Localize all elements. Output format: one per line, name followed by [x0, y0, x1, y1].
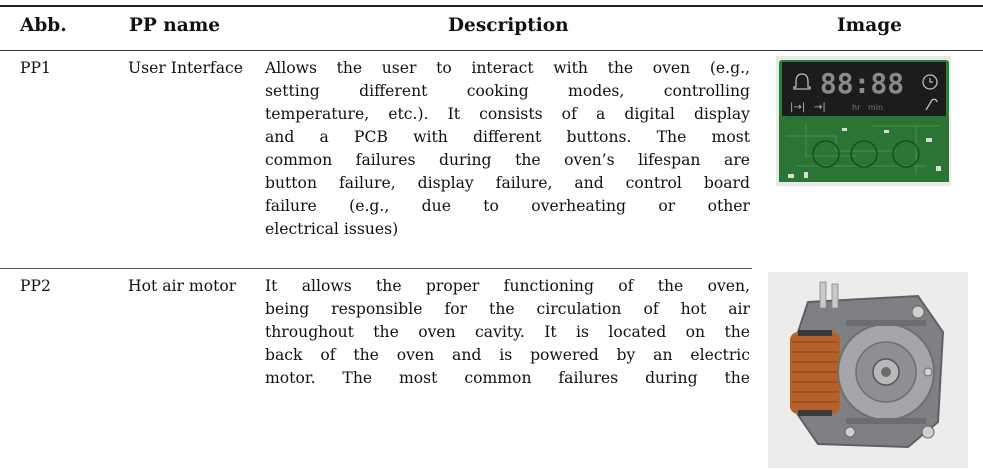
row2-pp-name: Hot air motor: [128, 277, 237, 295]
row1-pp-name: User Interface: [128, 59, 243, 77]
desc-line: back of the oven and is powered by an el…: [265, 346, 750, 364]
display-digits: 88:88: [820, 67, 904, 100]
header-abb: Abb.: [20, 15, 67, 36]
desc-line: electrical issues): [265, 220, 399, 238]
header-rule: [0, 50, 983, 51]
header-pp-name: PP name: [129, 15, 221, 36]
desc-line: and a PCB with different buttons. The mo…: [265, 128, 750, 146]
display-label-hr: hr: [852, 103, 861, 112]
hot-air-motor-photo: [768, 272, 968, 468]
row1-abb: PP1: [20, 59, 51, 77]
row-separator: [0, 268, 752, 269]
desc-line: button failure, display failure, and con…: [265, 174, 750, 192]
user-interface-pcb-photo: 88:88 |→| →| hr min: [776, 56, 951, 186]
row1-description: Allows the user to interact with the ove…: [265, 57, 750, 241]
svg-text:→|: →|: [814, 102, 826, 113]
desc-line: throughout the oven cavity. It is locate…: [265, 323, 750, 341]
display-label-min: min: [868, 103, 883, 112]
desc-line: It allows the proper functioning of the …: [265, 277, 750, 295]
header-description: Description: [448, 15, 569, 36]
row2-abb: PP2: [20, 277, 51, 295]
desc-line: setting different cooking modes, control…: [265, 82, 750, 100]
svg-text:|→|: |→|: [790, 102, 805, 113]
desc-line: common failures during the oven’s lifesp…: [265, 151, 750, 169]
header-image: Image: [837, 15, 902, 36]
desc-line: temperature, etc.). It consists of a dig…: [265, 105, 750, 123]
row2-description: It allows the proper functioning of the …: [265, 275, 750, 390]
desc-line: being responsible for the circulation of…: [265, 300, 750, 318]
desc-line: motor. The most common failures during t…: [265, 369, 750, 387]
desc-line: failure (e.g., due to overheating or oth…: [265, 197, 750, 215]
desc-line: Allows the user to interact with the ove…: [265, 59, 750, 77]
table-top-rule: [0, 5, 983, 7]
